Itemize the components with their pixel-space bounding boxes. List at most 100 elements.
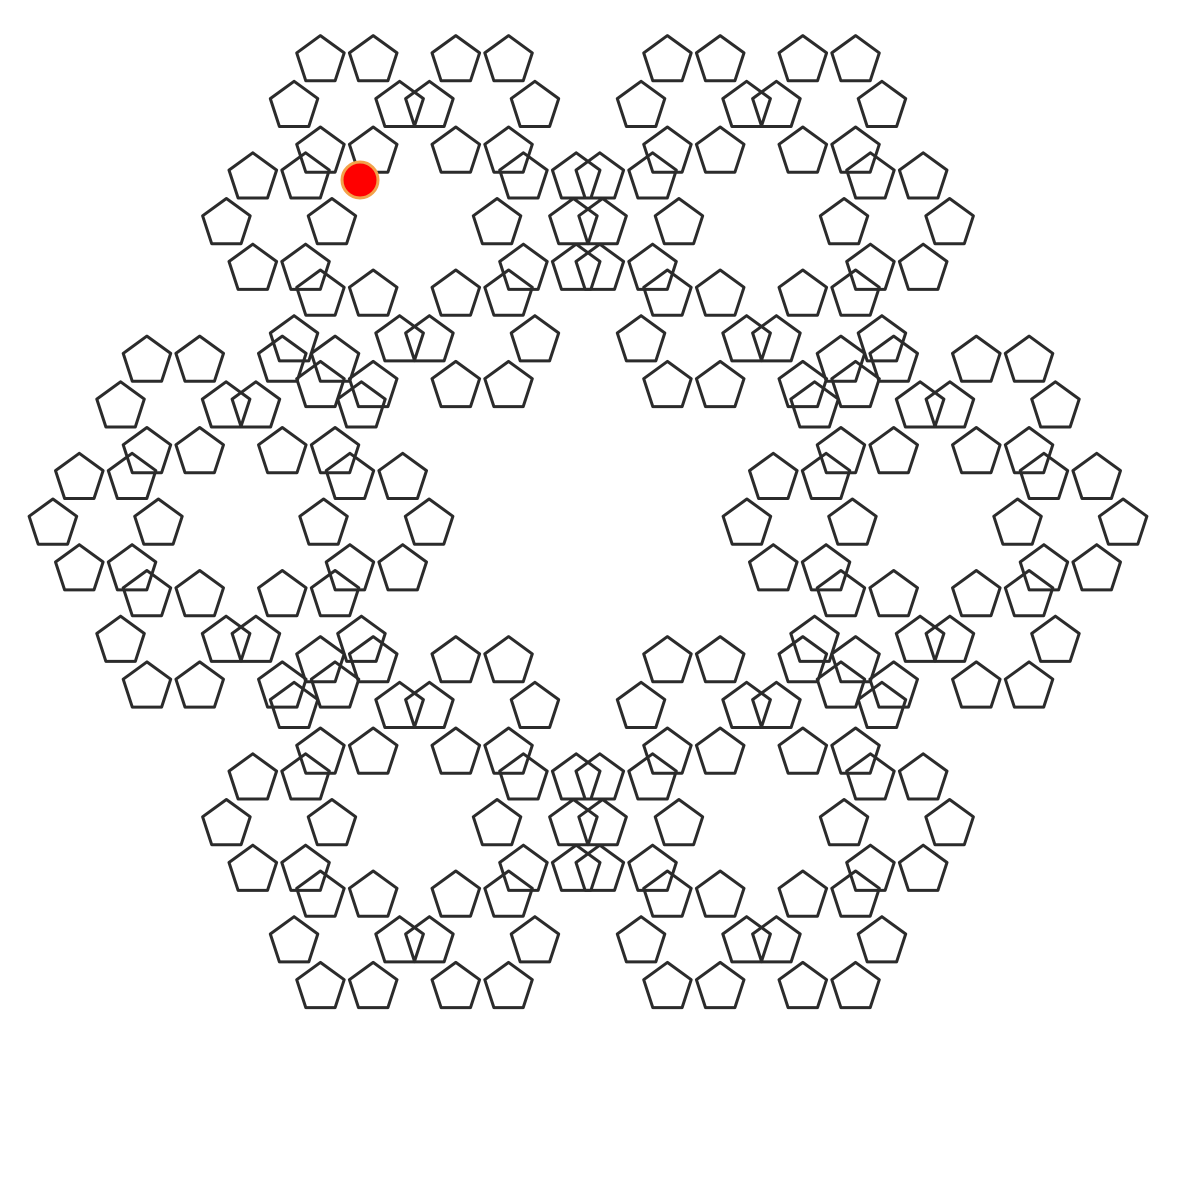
pentagon-36	[642, 34, 693, 83]
pentagon-53	[818, 197, 870, 246]
pentagon-80	[1030, 380, 1081, 429]
pentagon-141	[627, 843, 678, 892]
pentagon-48	[845, 151, 896, 200]
pentagon-9	[483, 125, 534, 174]
pentagon-162	[430, 869, 482, 918]
pentagon-105	[800, 543, 852, 592]
pentagon-4	[295, 125, 346, 174]
pentagon-136	[642, 960, 693, 1010]
pentagon-52	[845, 242, 896, 291]
pentagon-175	[280, 752, 331, 801]
pentagon-110	[721, 680, 772, 729]
pentagon-63	[694, 359, 746, 409]
pentagon-57	[830, 359, 881, 409]
pentagon-106	[748, 543, 799, 592]
pentagon-70	[574, 242, 626, 291]
pentagon-34	[227, 242, 279, 291]
pentagon-51	[897, 242, 949, 291]
pentagon-74	[894, 380, 946, 429]
pentagon-176	[306, 798, 358, 847]
pentagon-214	[54, 543, 105, 592]
pentagon-113	[615, 680, 667, 729]
pentagon-62	[721, 314, 772, 363]
pentagon-89	[992, 497, 1043, 546]
cursor-marker[interactable]	[340, 160, 380, 200]
pentagon-0	[295, 34, 346, 83]
pentagon-49	[897, 151, 949, 200]
pentagon-207	[174, 660, 225, 709]
pentagon-72	[815, 334, 867, 383]
pentagon-119	[751, 680, 802, 729]
pentagon-88	[1018, 543, 1070, 592]
pentagon-172	[295, 960, 346, 1010]
pentagon-124	[845, 843, 896, 892]
pentagon-148	[295, 726, 346, 775]
pentagon-174	[227, 752, 279, 801]
pentagon-193	[377, 451, 428, 500]
pentagon-117	[830, 726, 881, 775]
pentagon-135	[694, 960, 746, 1010]
pentagon-195	[377, 543, 428, 592]
pentagon-115	[830, 635, 881, 684]
pentagon-189	[309, 426, 361, 475]
pentagon-101	[789, 614, 840, 663]
pentagon-83	[924, 380, 976, 429]
pentagon-54	[777, 268, 829, 317]
pentagon-84	[1018, 451, 1070, 500]
pentagon-167	[404, 915, 455, 964]
pentagon-75	[868, 426, 919, 475]
pentagon-164	[509, 915, 561, 964]
pentagon-182	[200, 380, 252, 429]
pentagon-183	[174, 426, 225, 475]
pentagon-153	[483, 726, 534, 775]
pentagon-156	[498, 752, 549, 801]
pentagon-120	[845, 752, 896, 801]
pentagon-30	[227, 151, 279, 200]
pentagon-91	[1003, 569, 1055, 618]
pentagon-200	[336, 614, 387, 663]
pentagon-92	[1030, 614, 1081, 663]
pentagon-32	[306, 197, 358, 246]
pentagon-102	[748, 451, 799, 500]
pentagon-144	[295, 635, 346, 684]
pentagon-90	[951, 569, 1002, 618]
pentagon-209	[95, 614, 146, 663]
pentagon-20	[509, 314, 561, 363]
pentagon-81	[1003, 426, 1055, 475]
pentagon-87	[1071, 543, 1122, 592]
pentagon-165	[483, 960, 534, 1010]
pentagon-196	[324, 543, 376, 592]
pentagon-194	[403, 497, 455, 546]
pentagon-23	[404, 314, 455, 363]
pentagon-139	[627, 752, 678, 801]
pentagon-128	[856, 915, 908, 964]
pentagon-33	[280, 242, 331, 291]
pentagon-215	[27, 497, 79, 546]
pentagon-173	[268, 915, 320, 964]
pentagon-7	[483, 34, 534, 83]
pentagon-47	[751, 79, 802, 128]
pentagon-78	[951, 334, 1002, 383]
pentagon-152	[509, 680, 561, 729]
pentagon-35	[201, 197, 252, 246]
pentagon-151	[483, 635, 534, 684]
pentagon-147	[347, 726, 399, 775]
pentagon-44	[856, 79, 908, 128]
pentagon-12	[498, 151, 549, 200]
pentagon-170	[374, 915, 425, 964]
pentagon-140	[653, 798, 705, 847]
pentagon-177	[280, 843, 331, 892]
pentagon-155	[404, 680, 455, 729]
pentagon-65	[615, 314, 667, 363]
pentagon-161	[471, 798, 523, 847]
pentagon-46	[777, 125, 829, 174]
pentagon-134	[721, 915, 772, 964]
pentagon-77	[789, 380, 840, 429]
pentagon-204	[121, 569, 173, 618]
pentagon-94	[951, 660, 1002, 709]
pentagon-121	[897, 752, 949, 801]
pentagon-154	[430, 726, 482, 775]
pentagon-68	[653, 197, 705, 246]
pentagon-142	[574, 843, 626, 892]
